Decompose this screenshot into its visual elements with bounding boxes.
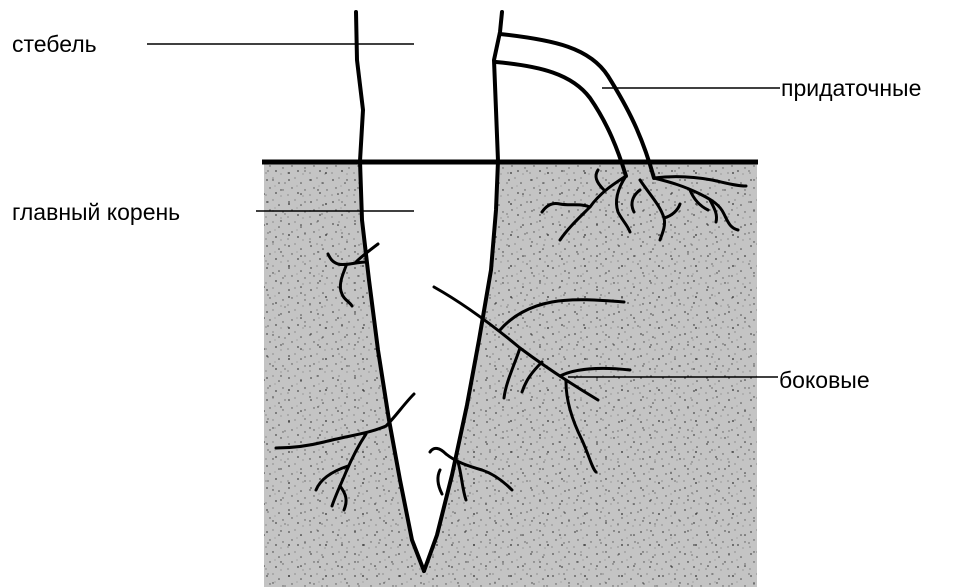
label-main-root: главный корень	[12, 198, 180, 226]
label-stem: стебель	[12, 30, 97, 58]
adventitious-root-inner	[496, 62, 626, 176]
label-adventitious-roots: придаточные	[781, 74, 921, 102]
adventitious-root-outer	[500, 34, 654, 178]
label-lateral-roots: боковые	[779, 366, 870, 394]
